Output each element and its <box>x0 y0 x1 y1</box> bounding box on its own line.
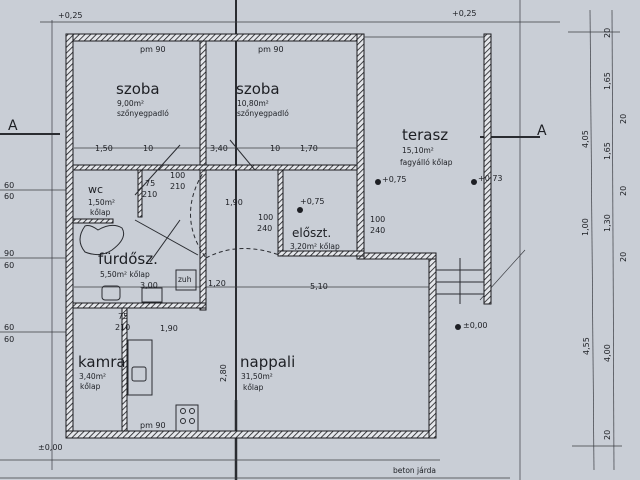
dimension: 240 <box>370 226 385 235</box>
level: +0,75 <box>300 197 325 206</box>
room-name-nappali: nappali <box>240 353 295 371</box>
dimension: 3,40 <box>210 144 228 153</box>
room-area: 5,50m² kőlap <box>100 270 150 279</box>
dimension: 100 <box>258 213 273 222</box>
room-name-szoba2: szoba <box>236 80 280 98</box>
dimension: 1,65 <box>603 72 612 90</box>
walls <box>65 33 492 439</box>
labels: +0,25 +0,25 pm 90 pm 90 pm 90 szoba 9,00… <box>4 9 628 475</box>
dimension: 20 <box>603 430 612 440</box>
room-area: 15,10m² <box>402 146 434 155</box>
dimension: 1,00 <box>581 218 590 236</box>
room-area: 9,00m² <box>117 99 144 108</box>
dimension: 90 <box>4 249 14 258</box>
room-name-terasz: terasz <box>402 126 448 144</box>
dimension: 1,90 <box>225 198 243 207</box>
level: +0,73 <box>478 174 503 183</box>
level: ±0,00 <box>463 321 488 330</box>
dimension: 100 <box>370 215 385 224</box>
window-szoba1: pm 90 <box>140 45 166 54</box>
level: ±0,00 <box>38 443 63 452</box>
room-area: 3,40m² <box>79 372 106 381</box>
dimension: 4,00 <box>603 344 612 362</box>
dimension: 10 <box>270 144 280 153</box>
reference-lines <box>0 0 622 480</box>
room-area: 10,80m² <box>237 99 269 108</box>
level-marker <box>297 207 303 213</box>
dimension: 3,00 <box>140 281 158 290</box>
dimension: 1,30 <box>603 214 612 232</box>
dimension: 20 <box>619 252 628 262</box>
shower-label: zuh <box>178 275 192 284</box>
dimension: 1,65 <box>603 142 612 160</box>
sidewalk-note: beton járda <box>393 466 436 475</box>
doors-fixtures <box>79 139 484 432</box>
level-marker <box>455 324 461 330</box>
room-name-kamra: kamra <box>78 353 126 371</box>
dimension: 75 <box>145 179 155 188</box>
dimension: 20 <box>619 186 628 196</box>
room-name-szoba1: szoba <box>116 80 160 98</box>
level: +0,75 <box>382 175 407 184</box>
room-name-eloszoba: előszt. <box>292 226 331 240</box>
room-floor: szőnyegpadló <box>237 109 289 118</box>
dimension: 1,20 <box>208 279 226 288</box>
room-area: 3,20m² kőlap <box>290 242 340 251</box>
dimension: 60 <box>4 192 14 201</box>
room-floor: fagyálló kőlap <box>400 158 453 167</box>
dimension: 4,55 <box>582 337 591 355</box>
room-area: 1,50m² <box>88 198 115 207</box>
room-area: 31,50m² <box>241 372 273 381</box>
window-nappali: pm 90 <box>140 421 166 430</box>
section-mark-left: A <box>8 118 18 134</box>
room-name-furdo: fürdősz. <box>98 250 158 268</box>
dimension: 1,90 <box>160 324 178 333</box>
dimension: 5,10 <box>310 282 328 291</box>
dimension: 20 <box>603 28 612 38</box>
level-top-left: +0,25 <box>58 11 83 20</box>
dimension: 4,05 <box>581 130 590 148</box>
dimension: 210 <box>170 182 185 191</box>
room-floor: kőlap <box>243 383 264 392</box>
dimension: 1,70 <box>300 144 318 153</box>
level-marker <box>375 179 381 185</box>
dimension: 100 <box>170 171 185 180</box>
dimension: 60 <box>4 335 14 344</box>
dimension: 210 <box>142 190 157 199</box>
level-marker <box>471 179 477 185</box>
dimension: 240 <box>257 224 272 233</box>
room-floor: szőnyegpadló <box>117 109 169 118</box>
section-mark-right: A <box>537 123 547 139</box>
dimension: 10 <box>143 144 153 153</box>
level-top-right: +0,25 <box>452 9 477 18</box>
dimension: 1,50 <box>95 144 113 153</box>
room-floor: kőlap <box>80 382 101 391</box>
dimension: 60 <box>4 181 14 190</box>
dimension: 210 <box>115 323 130 332</box>
dimension: 60 <box>4 261 14 270</box>
room-name-wc: wc <box>88 183 103 196</box>
dimension: 60 <box>4 323 14 332</box>
dimension: 2,80 <box>219 364 228 382</box>
window-szoba2: pm 90 <box>258 45 284 54</box>
room-floor: kőlap <box>90 208 111 217</box>
dimension: 75 <box>118 312 128 321</box>
dimension: 20 <box>619 114 628 124</box>
